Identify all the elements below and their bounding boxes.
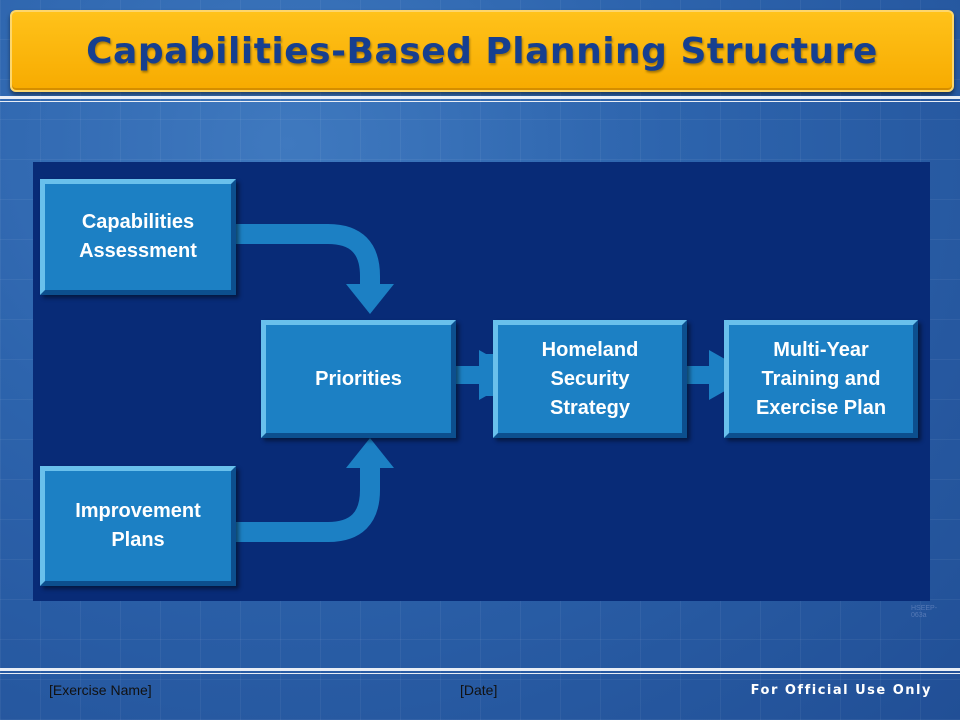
figure-id: HSEEP-063a bbox=[911, 605, 938, 619]
arrow-plans-to-priorities bbox=[233, 464, 380, 542]
slide-title: Capabilities-Based Planning Structure bbox=[86, 30, 878, 72]
header-rule bbox=[0, 96, 960, 99]
footer-date: [Date] bbox=[460, 682, 498, 698]
footer-rule bbox=[0, 668, 960, 671]
multi-year-plan-box: Multi-Year Training and Exercise Plan bbox=[724, 320, 918, 438]
arrow-assessment-to-priorities-head bbox=[346, 284, 394, 314]
title-bar: Capabilities-Based Planning Structure bbox=[10, 10, 954, 92]
diagram-panel: Capabilities Assessment Improvement Plan… bbox=[33, 162, 937, 619]
footer-exercise-name: [Exercise Name] bbox=[49, 682, 152, 698]
header-rule-thin bbox=[0, 101, 960, 102]
capabilities-assessment-box: Capabilities Assessment bbox=[40, 179, 236, 295]
homeland-security-strategy-box: Homeland Security Strategy bbox=[493, 320, 687, 438]
arrow-plans-to-priorities-head bbox=[346, 438, 394, 468]
priorities-box: Priorities bbox=[261, 320, 456, 438]
flow-arrows bbox=[233, 224, 753, 542]
classification-label: For Official Use Only bbox=[750, 683, 932, 698]
arrow-assessment-to-priorities bbox=[233, 224, 380, 286]
footer-rule-thin bbox=[0, 673, 960, 674]
improvement-plans-box: Improvement Plans bbox=[40, 466, 236, 586]
